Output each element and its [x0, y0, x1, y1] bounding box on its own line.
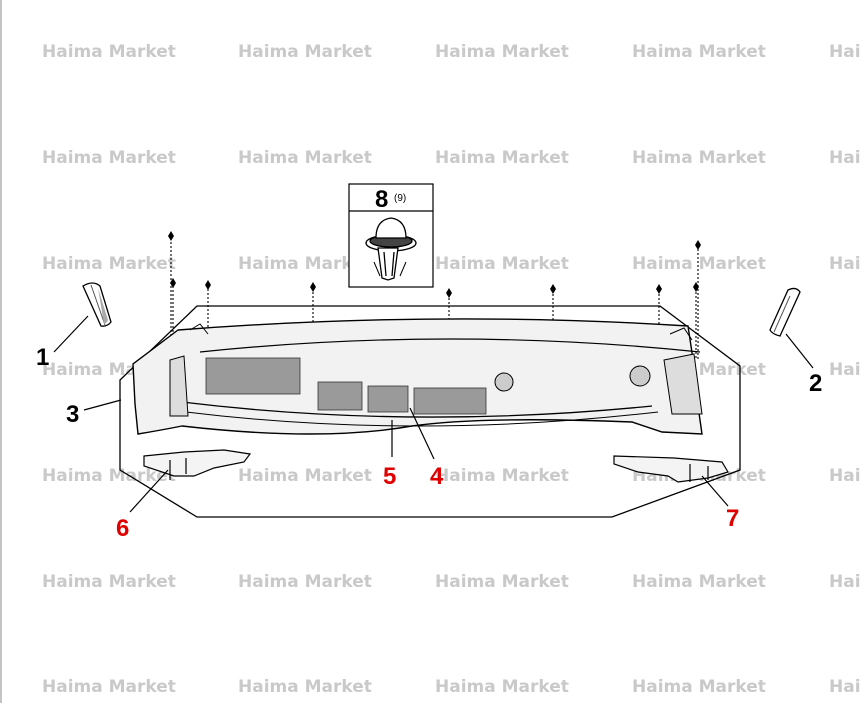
watermark-text: Haima Market — [632, 148, 766, 168]
watermark-text: Haima Market — [42, 148, 176, 168]
right-end-trim — [769, 287, 801, 337]
fastener-detail-box: 8 (9) — [348, 183, 434, 288]
left-bracket — [143, 449, 252, 480]
callout-1: 1 — [36, 344, 49, 371]
callout-4: 4 — [430, 463, 444, 490]
watermark-text: Haima Market — [238, 42, 372, 62]
watermark-text: Haima Market — [238, 148, 372, 168]
watermark-text: Haima Market — [829, 677, 860, 697]
watermark-text: Haima Market — [829, 572, 860, 592]
callout-7: 7 — [726, 505, 739, 532]
watermark-text: Haima Market — [238, 677, 372, 697]
watermark-text: Haima Market — [238, 254, 372, 274]
fastener-quantity: (9) — [394, 193, 406, 204]
fastener-heads — [168, 231, 701, 298]
watermark-text: Haima Market — [42, 677, 176, 697]
watermark-text: Haima Market — [435, 677, 569, 697]
watermark-text: Haima Market — [238, 466, 372, 486]
watermark-text: Haima Market — [829, 466, 860, 486]
leader-lines — [53, 315, 814, 513]
callout-2: 2 — [809, 370, 822, 397]
watermark-text: Haima Market — [42, 466, 176, 486]
watermark-text: Haima Market — [632, 677, 766, 697]
cowl-panel — [132, 318, 703, 435]
watermark-text: Haima Market — [829, 254, 860, 274]
watermark-text: Haima Market — [435, 572, 569, 592]
watermark-text: Haima Market — [435, 148, 569, 168]
fastener-part-number: 8 — [375, 186, 388, 213]
watermark-text: Haima Market — [435, 42, 569, 62]
watermark-text: Haima Market — [238, 572, 372, 592]
watermark-text: Haima Market — [829, 42, 860, 62]
callout-3: 3 — [66, 401, 79, 428]
watermark-text: Haima Market — [435, 466, 569, 486]
left-end-trim — [82, 282, 112, 327]
watermark-text: Haima Market — [829, 148, 860, 168]
watermark-text: Haima Market — [42, 42, 176, 62]
watermark-text: Haima Market — [632, 572, 766, 592]
right-bracket — [613, 455, 729, 483]
watermark-text: Haima Market — [42, 254, 176, 274]
watermark-text: Haima Market — [829, 360, 860, 380]
callout-6: 6 — [116, 515, 129, 542]
callout-5: 5 — [383, 463, 396, 490]
watermark-text: Haima Market — [42, 572, 176, 592]
watermark-text: Haima Market — [632, 42, 766, 62]
watermark-text: Haima Market — [435, 254, 569, 274]
watermark-text: Haima Market — [632, 254, 766, 274]
push-clip-icon — [365, 217, 417, 281]
